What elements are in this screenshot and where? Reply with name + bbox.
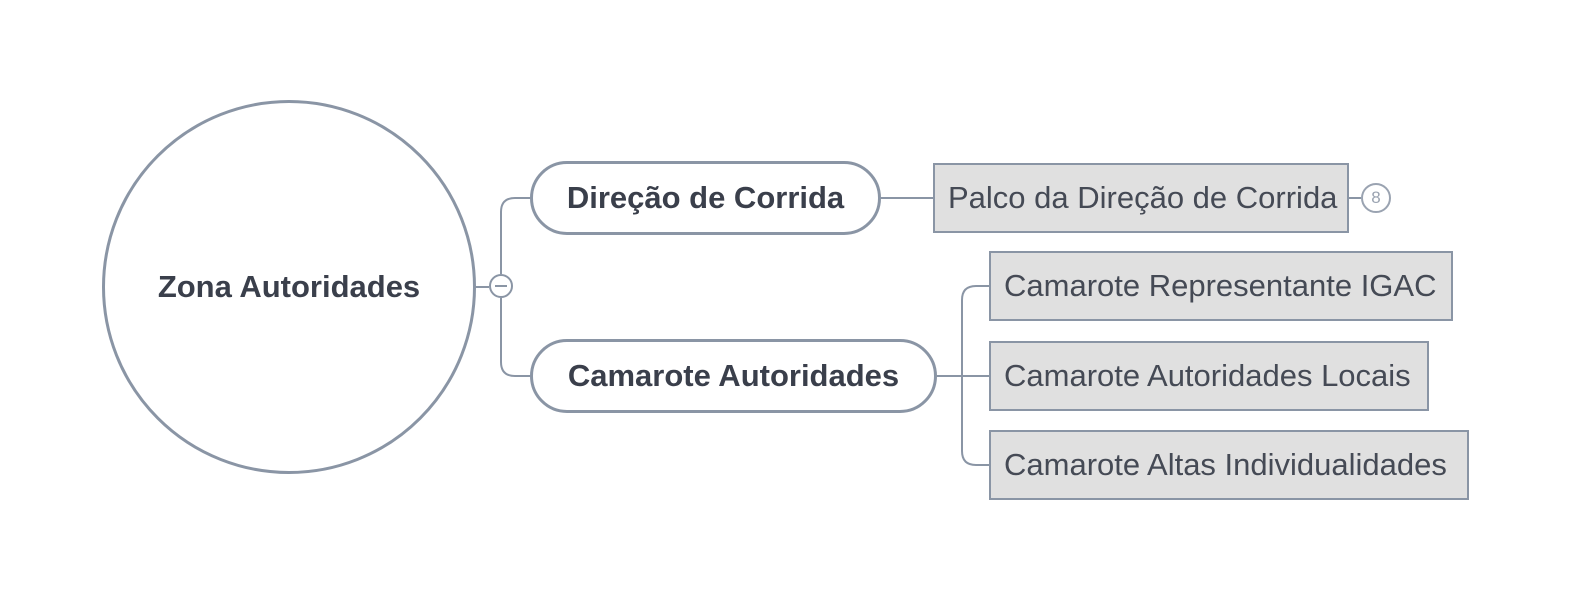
subtopic-camarote-representante-igac[interactable]: Camarote Representante IGAC	[989, 251, 1453, 321]
main-topic-direcao-de-corrida[interactable]: Direção de Corrida	[530, 161, 881, 235]
subtopic-camarote-autoridades-locais[interactable]: Camarote Autoridades Locais	[989, 341, 1429, 411]
connector-camarote-to-altas	[961, 376, 989, 466]
main-topic-camarote-autoridades[interactable]: Camarote Autoridades	[530, 339, 937, 413]
subtopic-palco-da-direcao-de-corrida[interactable]: Palco da Direção de Corrida	[933, 163, 1349, 233]
collapsed-count-badge[interactable]: 8	[1361, 183, 1391, 213]
connector-branch-to-direcao	[500, 197, 530, 274]
subtopic-label: Camarote Autoridades Locais	[1004, 358, 1411, 393]
connector-camarote-to-igac	[961, 285, 989, 376]
subtopic-label: Camarote Representante IGAC	[1004, 268, 1437, 303]
central-topic-label: Zona Autoridades	[157, 269, 421, 304]
main-topic-label: Camarote Autoridades	[567, 358, 900, 393]
central-topic[interactable]: Zona Autoridades	[102, 100, 476, 474]
main-topic-label: Direção de Corrida	[566, 180, 845, 215]
subtopic-camarote-altas-individualidades[interactable]: Camarote Altas Individualidades	[989, 430, 1469, 500]
minus-circle-icon[interactable]	[489, 274, 513, 298]
connector-branch-to-camarote	[500, 298, 530, 377]
subtopic-label: Palco da Direção de Corrida	[948, 180, 1338, 215]
collapsed-count-value: 8	[1371, 188, 1381, 207]
subtopic-label: Camarote Altas Individualidades	[1004, 447, 1447, 482]
